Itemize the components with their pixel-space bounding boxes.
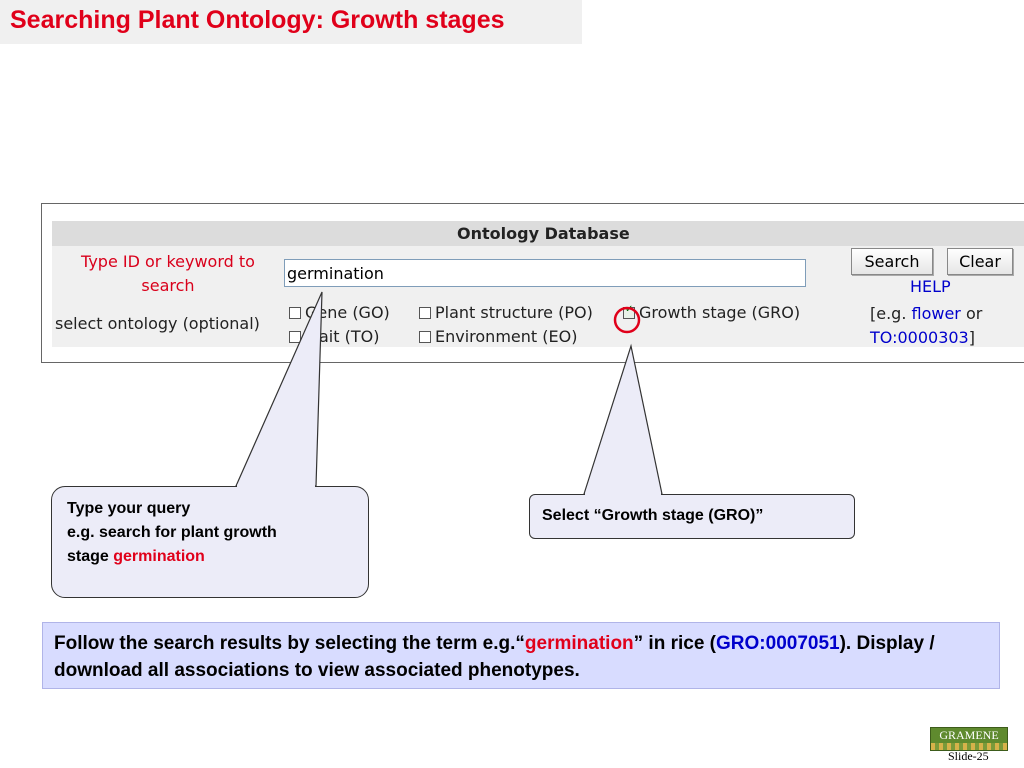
help-link[interactable]: HELP xyxy=(910,277,951,296)
environment-eo-label: Environment (EO) xyxy=(435,327,578,346)
instructions-text: Follow the search results by selecting t… xyxy=(54,630,994,684)
instructions-term: germination xyxy=(524,633,634,654)
example-suffix: ] xyxy=(968,328,975,347)
growth-stage-gro-checkbox[interactable]: ✓ xyxy=(623,303,635,319)
option-environment-eo[interactable]: Environment (EO) xyxy=(419,327,577,346)
option-trait-to[interactable]: Trait (TO) xyxy=(289,327,379,346)
slide-number: Slide-25 xyxy=(948,749,989,763)
select-callout-text: Select “Growth stage (GRO)” xyxy=(542,507,764,524)
title-bar xyxy=(0,0,582,44)
search-example: [e.g. flower or TO:0000303] xyxy=(870,302,1024,350)
select-ontology-label: select ontology (optional) xyxy=(55,314,260,333)
search-input[interactable] xyxy=(284,259,806,287)
gene-go-checkbox[interactable] xyxy=(289,306,301,319)
environment-eo-checkbox[interactable] xyxy=(419,330,431,343)
option-growth-stage-gro[interactable]: ✓ Growth stage (GRO) xyxy=(623,303,800,322)
query-callout-term: germination xyxy=(113,548,205,565)
logo-band xyxy=(931,743,1007,750)
select-callout-pointer xyxy=(583,343,663,495)
form-header-bar xyxy=(52,221,1024,246)
example-term-link[interactable]: flower xyxy=(911,304,961,323)
gramene-logo: GRAMENE xyxy=(930,727,1008,751)
example-middle: or xyxy=(960,304,983,323)
instructions-box xyxy=(42,622,1000,689)
search-button[interactable]: Search xyxy=(851,248,933,275)
instructions-part3: ). Display / download all associations t… xyxy=(54,633,935,681)
gramene-logo-text: GRAMENE xyxy=(939,728,999,742)
query-callout-box xyxy=(51,486,369,598)
instructions-term-id: GRO:0007051 xyxy=(716,633,840,654)
plant-structure-po-checkbox[interactable] xyxy=(419,306,431,319)
slide-title: Searching Plant Ontology: Growth stages xyxy=(10,6,505,34)
query-callout-line2: e.g. search for plant growth xyxy=(67,524,277,541)
example-id-link[interactable]: TO:0000303 xyxy=(870,328,969,347)
query-callout-line3: stage xyxy=(67,548,114,565)
search-prompt-label: Type ID or keyword to search xyxy=(81,252,255,295)
gene-go-label: Gene (GO) xyxy=(305,303,390,322)
instructions-part1: Follow the search results by selecting t… xyxy=(54,633,525,654)
plant-structure-po-label: Plant structure (PO) xyxy=(435,303,593,322)
instructions-part2: ” in rice ( xyxy=(633,633,717,654)
form-header-title: Ontology Database xyxy=(457,224,630,243)
clear-button[interactable]: Clear xyxy=(947,248,1013,275)
option-gene-go[interactable]: Gene (GO) xyxy=(289,303,390,322)
select-callout-box xyxy=(529,494,855,539)
growth-stage-gro-label: Growth stage (GRO) xyxy=(639,303,801,322)
query-callout-line1: Type your query xyxy=(67,500,191,517)
query-callout-text: Type your query e.g. search for plant gr… xyxy=(67,497,357,569)
trait-to-checkbox[interactable] xyxy=(289,330,301,343)
checkmark-icon: ✓ xyxy=(625,303,634,315)
trait-to-label: Trait (TO) xyxy=(305,327,380,346)
example-prefix: [e.g. xyxy=(870,304,912,323)
option-plant-structure-po[interactable]: Plant structure (PO) xyxy=(419,303,593,322)
